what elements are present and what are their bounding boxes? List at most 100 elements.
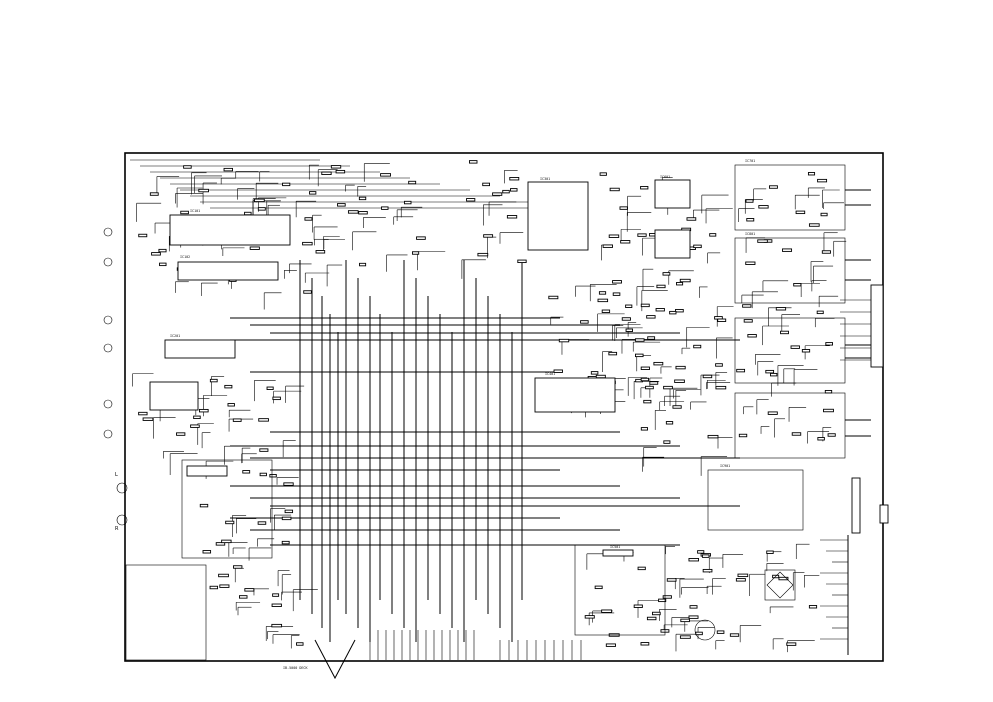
component (269, 474, 277, 478)
component (625, 304, 633, 308)
component (782, 248, 793, 252)
component (747, 334, 757, 338)
component (584, 615, 595, 619)
ic-label: IC201 (170, 334, 180, 338)
component (807, 172, 816, 176)
component (302, 241, 313, 246)
component (816, 310, 824, 315)
component (808, 605, 818, 609)
component (791, 432, 802, 436)
component (640, 642, 650, 646)
component (466, 198, 476, 202)
component (296, 642, 304, 646)
component (477, 252, 489, 257)
component (634, 338, 645, 342)
component (825, 342, 833, 346)
component (232, 418, 242, 422)
component (640, 186, 649, 190)
component (663, 385, 673, 390)
component (742, 304, 752, 308)
component (271, 623, 283, 628)
input-label-r: R (115, 526, 119, 532)
component (675, 365, 686, 370)
component (637, 566, 646, 571)
component (608, 234, 620, 238)
component (149, 192, 159, 196)
component (707, 434, 719, 439)
wiring-layer (130, 159, 871, 660)
component (221, 539, 232, 544)
component (244, 211, 252, 216)
component (663, 440, 671, 444)
ic-label: IC901 (720, 464, 730, 468)
component (686, 217, 697, 221)
component (697, 550, 705, 554)
component (679, 635, 691, 639)
center-ic-block (527, 181, 666, 636)
component (709, 233, 717, 237)
component (612, 280, 622, 284)
component (506, 215, 518, 219)
component (602, 244, 613, 248)
component (821, 250, 831, 254)
component (738, 433, 748, 438)
component (817, 437, 825, 441)
ic-label: IC501 (610, 545, 620, 549)
component (198, 188, 209, 193)
component (649, 381, 659, 385)
component (674, 379, 685, 383)
component (272, 396, 281, 401)
component (640, 366, 650, 371)
component (647, 336, 656, 340)
component (259, 472, 267, 477)
component (254, 198, 265, 203)
component (223, 167, 233, 172)
component (283, 482, 294, 486)
component (770, 372, 778, 377)
component (380, 173, 391, 177)
component (619, 206, 628, 210)
component (199, 408, 209, 413)
component (158, 248, 167, 253)
bottom-connector-fan (314, 639, 356, 680)
component (315, 250, 326, 254)
component (580, 320, 589, 324)
component (244, 588, 255, 592)
component (637, 233, 647, 237)
component (209, 378, 218, 383)
component (693, 344, 702, 349)
component (824, 389, 833, 394)
component (640, 377, 650, 382)
component (138, 411, 148, 416)
component (266, 386, 274, 390)
component (745, 199, 754, 203)
left-ic-cluster (149, 214, 291, 559)
component (225, 520, 235, 525)
component (257, 207, 266, 211)
component (778, 576, 789, 581)
component (601, 609, 613, 613)
component (820, 212, 828, 217)
component (239, 595, 248, 599)
component (180, 210, 189, 215)
component (209, 585, 219, 590)
component (142, 417, 154, 421)
component (766, 550, 774, 554)
component (509, 177, 520, 181)
component (483, 234, 494, 238)
component (258, 418, 269, 422)
component (680, 618, 690, 623)
component (608, 351, 618, 356)
transformer-symbol (694, 619, 716, 641)
component (688, 558, 699, 562)
component (590, 371, 599, 375)
component (183, 165, 192, 169)
component (679, 278, 691, 283)
ic-label: IC102 (180, 255, 190, 259)
left-input-jacks (103, 227, 128, 526)
component (482, 182, 490, 187)
component (633, 604, 643, 608)
component (215, 542, 226, 546)
component (233, 565, 243, 569)
